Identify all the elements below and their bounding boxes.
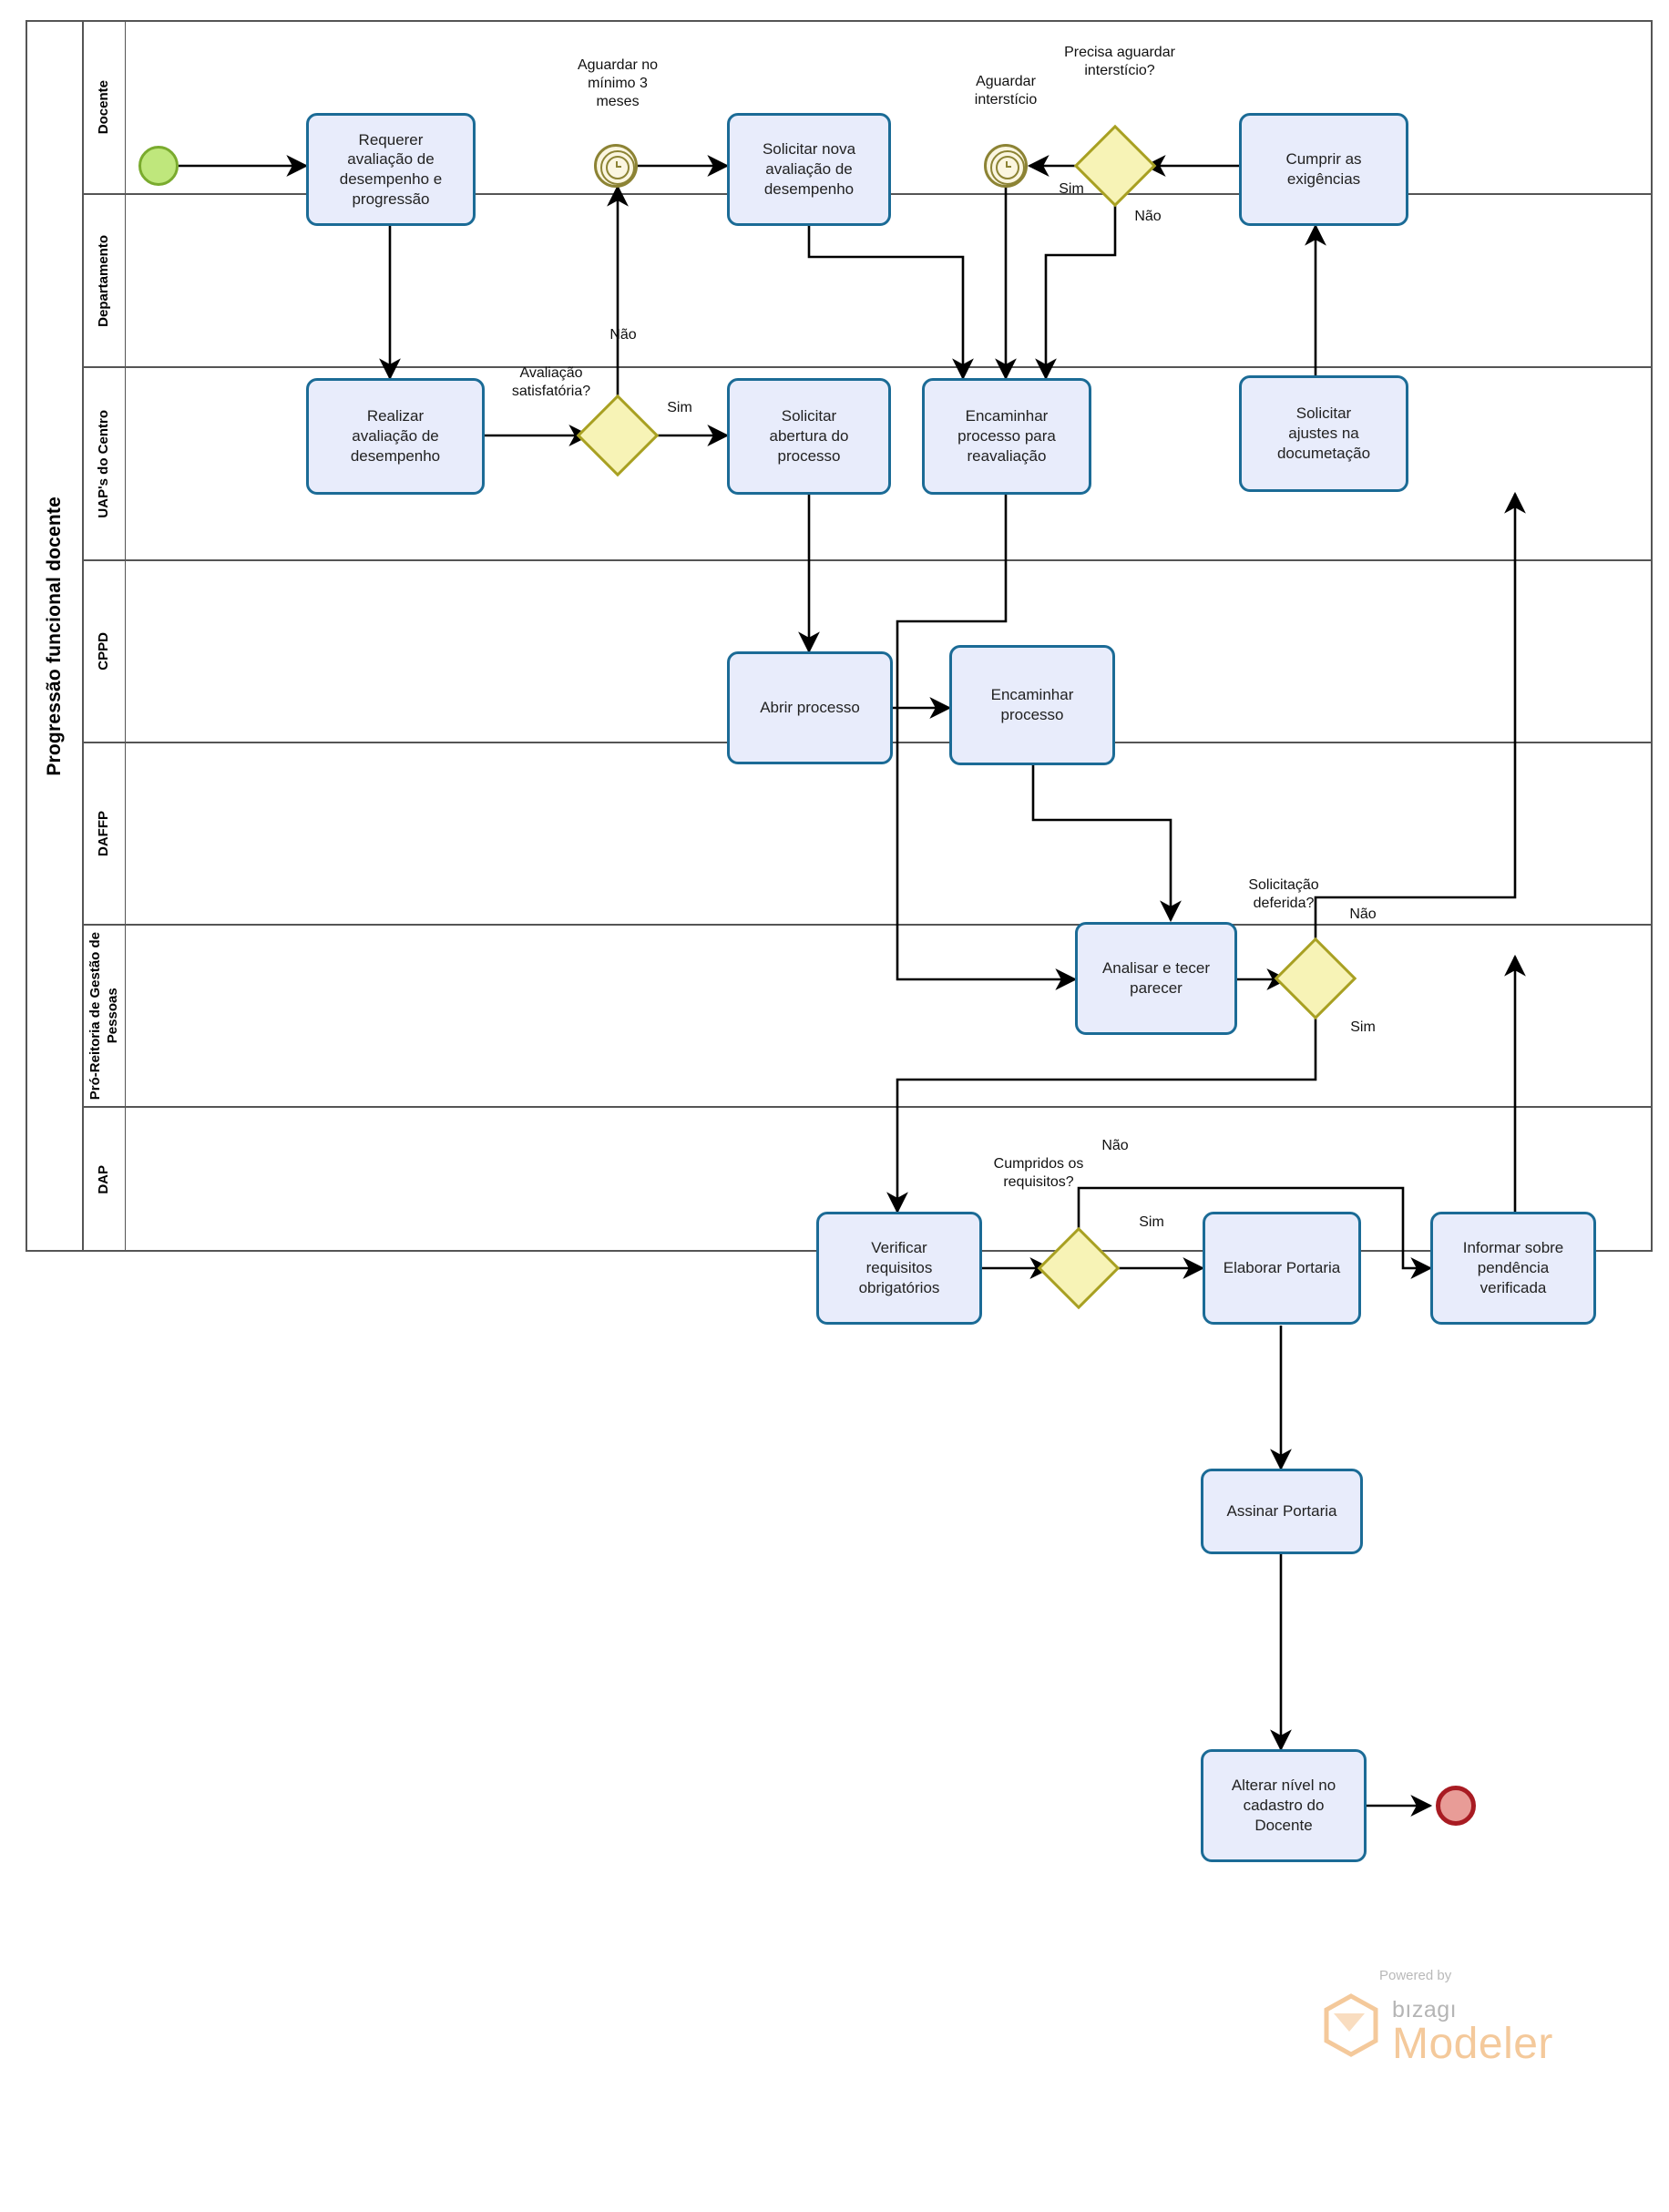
label-flow-nao-avaliacao: Não bbox=[609, 327, 637, 343]
pool-title: Progressão funcional docente bbox=[44, 496, 65, 776]
lane-dap: DAP bbox=[84, 1108, 1653, 1252]
lane-daffp: DAFFP bbox=[84, 743, 1653, 926]
start-event[interactable] bbox=[138, 146, 179, 186]
lane-label-departamento: Departamento bbox=[96, 234, 112, 327]
label-flow-sim-requisitos: Sim bbox=[1139, 1214, 1164, 1230]
lane-header-uaps: UAP's do Centro bbox=[84, 368, 126, 559]
task-verificar-requisitos-obrigatorios[interactable]: Verificar requisitos obrigatórios bbox=[816, 1212, 982, 1325]
lane-header-departamento: Departamento bbox=[84, 195, 126, 366]
label-gateway-precisa-aguardar-intersticio: Precisa aguardar interstício? bbox=[1064, 45, 1175, 78]
lane-label-daffp: DAFFP bbox=[96, 811, 112, 856]
lane-header-dap: DAP bbox=[84, 1108, 126, 1252]
bizagi-hexagon-icon bbox=[1324, 1993, 1378, 2057]
label-flow-nao-deferida: Não bbox=[1349, 906, 1377, 922]
lane-header-docente: Docente bbox=[84, 22, 126, 193]
lane-header-daffp: DAFFP bbox=[84, 743, 126, 924]
label-gateway-avaliacao-satisfatoria: Avaliação satisfatória? bbox=[511, 365, 591, 399]
task-analisar-e-tecer-parecer[interactable]: Analisar e tecer parecer bbox=[1075, 922, 1237, 1035]
lane-label-uaps: UAP's do Centro bbox=[96, 409, 112, 518]
task-informar-sobre-pendencia-verificada[interactable]: Informar sobre pendência verificada bbox=[1430, 1212, 1596, 1325]
label-flow-sim-avaliacao: Sim bbox=[667, 400, 692, 415]
task-realizar-avaliacao-desempenho[interactable]: Realizar avaliação de desempenho bbox=[306, 378, 485, 495]
lane-uaps-do-centro: UAP's do Centro bbox=[84, 368, 1653, 561]
lane-label-cppd: CPPD bbox=[96, 632, 112, 671]
task-requerer-avaliacao-desempenho-progressao[interactable]: Requerer avaliação de desempenho e progr… bbox=[306, 113, 476, 226]
timer-aguardar-3-meses-icon[interactable] bbox=[594, 144, 638, 188]
pool-header: Progressão funcional docente bbox=[27, 22, 84, 1250]
powered-by-label: Powered by bbox=[1379, 1968, 1452, 1983]
bizagi-modeler-watermark: Powered by bızagı Modeler bbox=[1312, 1968, 1552, 2095]
task-encaminhar-processo-para-reavaliacao[interactable]: Encaminhar processo para reavaliação bbox=[922, 378, 1091, 495]
label-flow-sim-intersticio: Sim bbox=[1059, 181, 1084, 197]
lane-pro-reitoria-gestao-pessoas: Pró-Reitoria de Gestão de Pessoas bbox=[84, 926, 1653, 1108]
bizagi-wordmark: bızagı bbox=[1392, 1997, 1458, 2023]
lane-label-prgp: Pró-Reitoria de Gestão de Pessoas bbox=[87, 931, 120, 1101]
lane-header-prgp: Pró-Reitoria de Gestão de Pessoas bbox=[84, 926, 126, 1106]
task-solicitar-nova-avaliacao-desempenho[interactable]: Solicitar nova avaliação de desempenho bbox=[727, 113, 891, 226]
label-flow-sim-deferida: Sim bbox=[1350, 1019, 1376, 1035]
task-abrir-processo[interactable]: Abrir processo bbox=[727, 651, 893, 764]
lane-header-cppd: CPPD bbox=[84, 561, 126, 742]
lane-label-docente: Docente bbox=[96, 80, 112, 135]
task-alterar-nivel-no-cadastro-do-docente[interactable]: Alterar nível no cadastro do Docente bbox=[1201, 1749, 1367, 1862]
task-elaborar-portaria[interactable]: Elaborar Portaria bbox=[1203, 1212, 1361, 1325]
task-solicitar-ajustes-na-documetacao[interactable]: Solicitar ajustes na documetação bbox=[1239, 375, 1408, 492]
label-gateway-cumpridos-os-requisitos: Cumpridos os requisitos? bbox=[993, 1156, 1084, 1190]
label-aguardar-intersticio: Aguardar interstício bbox=[974, 74, 1038, 108]
task-encaminhar-processo[interactable]: Encaminhar processo bbox=[949, 645, 1115, 765]
end-event[interactable] bbox=[1436, 1786, 1476, 1826]
task-cumprir-as-exigencias[interactable]: Cumprir as exigências bbox=[1239, 113, 1408, 226]
label-flow-nao-intersticio: Não bbox=[1134, 209, 1162, 224]
modeler-wordmark: Modeler bbox=[1392, 2020, 1553, 2068]
label-flow-nao-requisitos: Não bbox=[1101, 1138, 1129, 1153]
task-solicitar-abertura-do-processo[interactable]: Solicitar abertura do processo bbox=[727, 378, 891, 495]
label-gateway-solicitacao-deferida: Solicitação deferida? bbox=[1248, 877, 1319, 911]
label-aguardar-3-meses: Aguardar no mínimo 3 meses bbox=[577, 57, 659, 109]
lane-label-dap: DAP bbox=[96, 1165, 112, 1194]
timer-aguardar-intersticio-icon[interactable] bbox=[984, 144, 1028, 188]
task-assinar-portaria[interactable]: Assinar Portaria bbox=[1201, 1469, 1363, 1554]
